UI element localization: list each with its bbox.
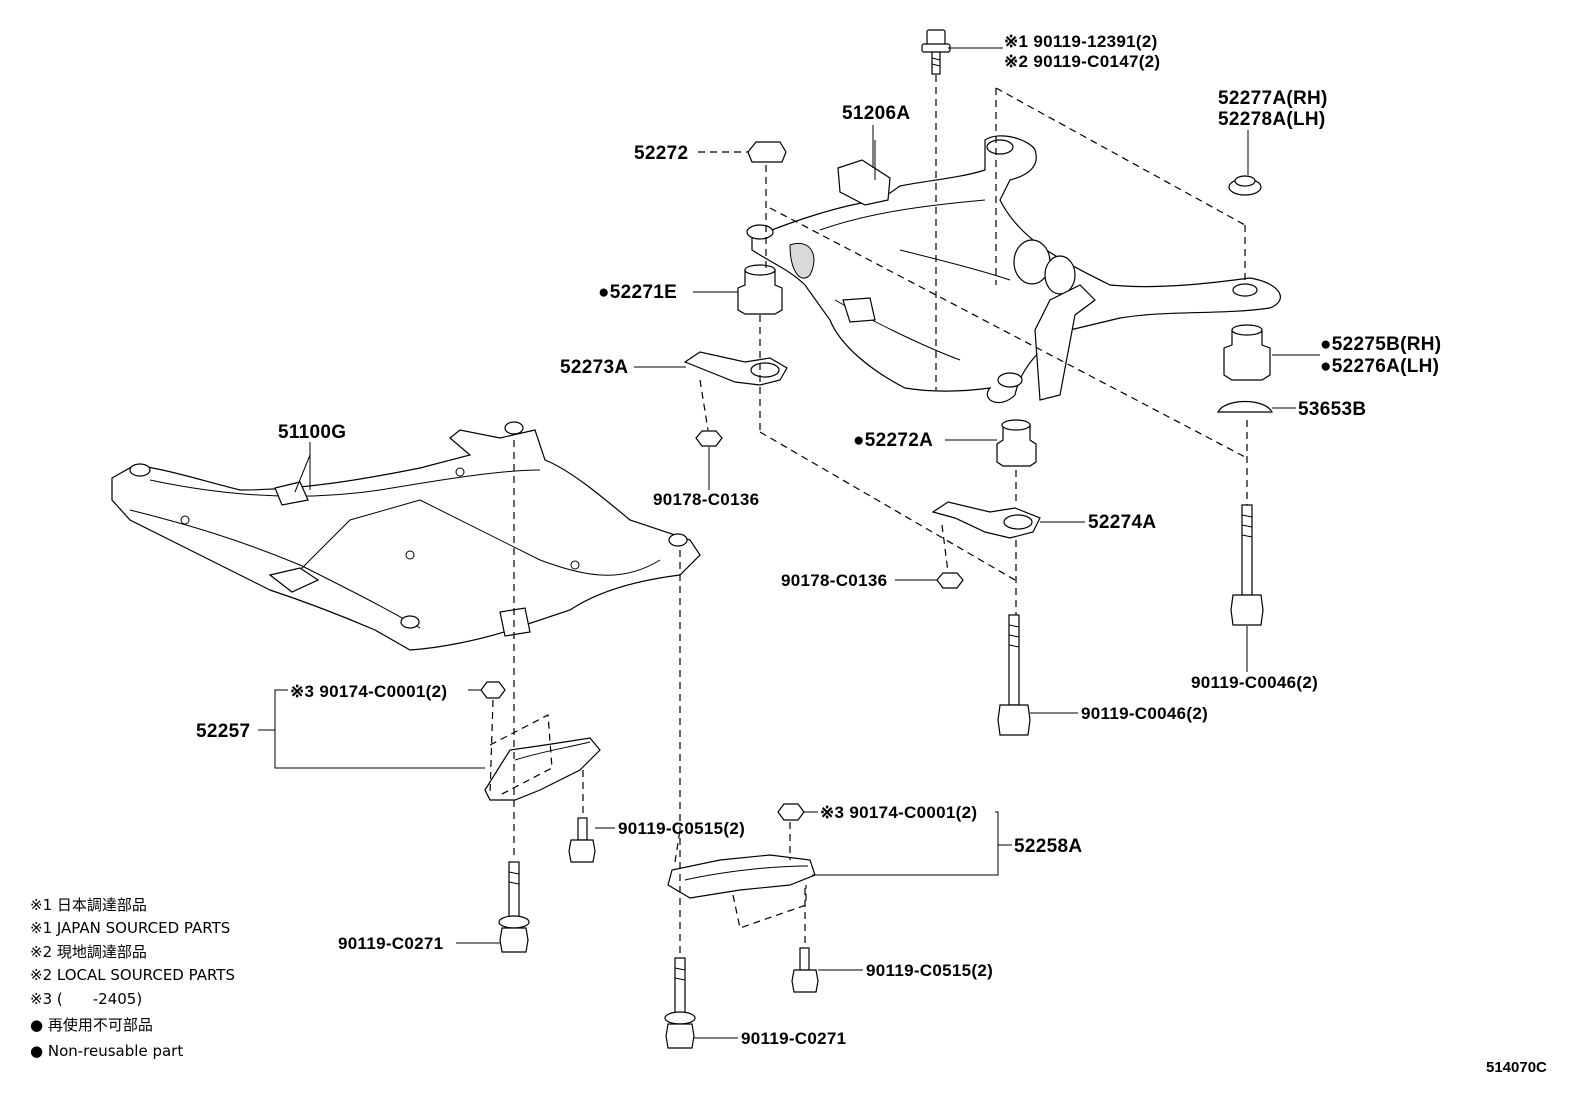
label-52276A: ●52276A(LH): [1320, 356, 1439, 377]
label-90119-C0515-right: 90119-C0515(2): [866, 961, 993, 980]
legend-line-5: ※3 ( -2405): [30, 990, 142, 1008]
label-52275B: ●52275B(RH): [1320, 334, 1441, 355]
bushing-52275B: [1223, 324, 1271, 381]
leader-lines: [258, 47, 1320, 1039]
rear-subframe-51206A: [746, 135, 1281, 404]
bushing-52271E: [737, 264, 783, 315]
bolt-90119-C0271-right: [664, 957, 696, 1049]
alignment-lines: [489, 75, 1248, 955]
label-90119-C0046-right: 90119-C0046(2): [1191, 673, 1318, 692]
brace-52258A: [667, 854, 816, 899]
label-52257: 52257: [196, 721, 250, 742]
label-51100G: 51100G: [278, 422, 346, 443]
legend-line-1: ※1 日本調達部品: [30, 896, 147, 914]
label-52277A: 52277A(RH): [1218, 88, 1328, 109]
label-90119-C0046-center: 90119-C0046(2): [1081, 704, 1208, 723]
bolt-90119-C0271-left: [498, 861, 530, 953]
front-subframe-51100G: [111, 421, 701, 651]
label-90119-C0515-left: 90119-C0515(2): [618, 819, 745, 838]
label-51206A: 51206A: [842, 103, 910, 124]
nut-90178-C0136-a: [695, 430, 723, 447]
bolt-90119-C0046-center: [997, 614, 1031, 736]
bushing-52272A: [996, 419, 1037, 467]
label-52278A: 52278A(LH): [1218, 109, 1326, 130]
legend: ※1 日本調達部品 ※1 JAPAN SOURCED PARTS ※2 現地調達…: [30, 896, 235, 1060]
cushion-52272: [747, 141, 787, 163]
bracket-52274A: [931, 501, 1041, 539]
label-90174-C0001-right: ※3 90174-C0001(2): [820, 803, 977, 822]
label-90119-12391: ※1 90119-12391(2): [1004, 32, 1158, 51]
label-90119-C0147: ※2 90119-C0147(2): [1004, 52, 1160, 71]
brace-52257: [484, 737, 601, 801]
label-90178-C0136-a: 90178-C0136: [653, 490, 759, 509]
diagram-reference-code: 514070C: [1486, 1059, 1547, 1076]
label-52273A: 52273A: [560, 357, 628, 378]
bracket-52273A: [683, 351, 788, 386]
label-52258A: 52258A: [1014, 836, 1082, 857]
stopper-52277A: [1228, 175, 1262, 196]
bolt-90119-C0515-left: [568, 817, 596, 863]
bolt-90119-C0515-right: [791, 947, 819, 993]
legend-line-4: ※2 LOCAL SOURCED PARTS: [30, 966, 235, 984]
nut-90174-C0001-left: [480, 681, 506, 699]
bolt-90119-12391: [921, 29, 951, 75]
nut-90178-C0136-b: [936, 572, 964, 589]
legend-line-6: ● 再使用不可部品: [30, 1016, 153, 1034]
nut-90174-C0001-right: [777, 803, 805, 821]
label-90178-C0136-b: 90178-C0136: [781, 571, 887, 590]
label-53653B: 53653B: [1298, 399, 1366, 420]
label-52272: 52272: [634, 143, 688, 164]
label-52271E: ●52271E: [598, 282, 677, 303]
label-52272A: ●52272A: [853, 430, 933, 451]
legend-line-2: ※1 JAPAN SOURCED PARTS: [30, 919, 230, 937]
bolt-90119-C0046-right: [1230, 504, 1264, 626]
legend-line-7: ● Non-reusable part: [30, 1042, 183, 1060]
label-90174-C0001-left: ※3 90174-C0001(2): [290, 682, 447, 701]
label-90119-C0271-right: 90119-C0271: [741, 1029, 846, 1048]
stopper-53653B: [1217, 401, 1273, 413]
label-52274A: 52274A: [1088, 512, 1156, 533]
label-90119-C0271-left: 90119-C0271: [338, 934, 443, 953]
legend-line-3: ※2 現地調達部品: [30, 943, 147, 961]
